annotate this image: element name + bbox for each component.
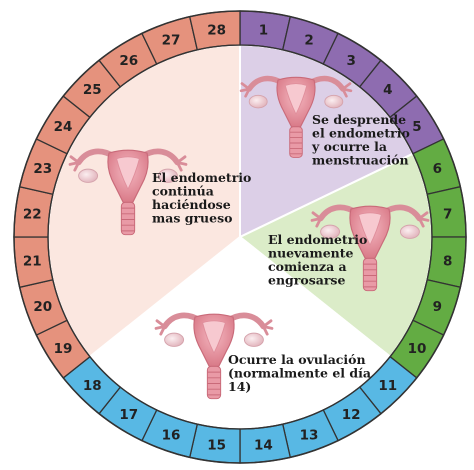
day-number: 16 (162, 427, 181, 443)
day-number: 28 (207, 22, 226, 38)
day-number: 27 (162, 33, 181, 49)
phase-label-line: 14) (228, 379, 251, 394)
outer-ring-outline (13, 10, 467, 464)
day-number: 2 (304, 33, 313, 49)
day-number: 12 (342, 407, 361, 423)
day-number: 1 (259, 22, 268, 38)
phase-label-line: el endometrio (312, 126, 410, 141)
day-number: 19 (54, 341, 73, 357)
day-number: 18 (83, 378, 102, 394)
phase-label-line: El endometrio (268, 232, 367, 247)
phase-label-line: comienza a (268, 259, 347, 274)
day-ring: 1234567891011121314151617181920212223242… (13, 10, 467, 464)
day-number: 3 (346, 53, 355, 69)
day-number: 25 (83, 82, 102, 98)
phase-label-line: engrosarse (268, 273, 345, 288)
phase-label-line: Ocurre la ovulación (228, 352, 366, 367)
day-number: 4 (383, 82, 392, 98)
phase-label-line: mas grueso (152, 211, 232, 226)
day-number: 10 (408, 341, 427, 357)
day-number: 13 (300, 427, 319, 443)
day-number: 7 (443, 207, 452, 223)
day-number: 20 (33, 299, 52, 315)
phase-label-line: y ocurre la (311, 139, 387, 154)
day-number: 26 (119, 53, 138, 69)
day-number: 11 (378, 378, 397, 394)
day-number: 21 (23, 253, 42, 269)
day-number: 9 (433, 299, 442, 315)
phase-label-line: menstruación (312, 153, 409, 168)
day-number: 17 (119, 407, 138, 423)
day-number: 5 (412, 119, 421, 135)
day-number: 23 (33, 161, 52, 177)
phase-label-line: El endometrio (152, 170, 251, 185)
day-number: 8 (443, 253, 452, 269)
day-number: 6 (433, 161, 442, 177)
phase-label-line: haciéndose (152, 197, 231, 212)
day-number: 14 (254, 438, 273, 454)
phase-label-line: (normalmente el día (228, 366, 371, 381)
day-number: 15 (207, 438, 226, 454)
day-number: 24 (54, 119, 73, 135)
inner-ring-outline (47, 44, 433, 430)
phase-label-line: nuevamente (268, 246, 354, 261)
phase-label-line: continúa (152, 184, 214, 199)
phase-label-line: Se desprende (312, 112, 406, 127)
day-number: 22 (23, 207, 42, 223)
